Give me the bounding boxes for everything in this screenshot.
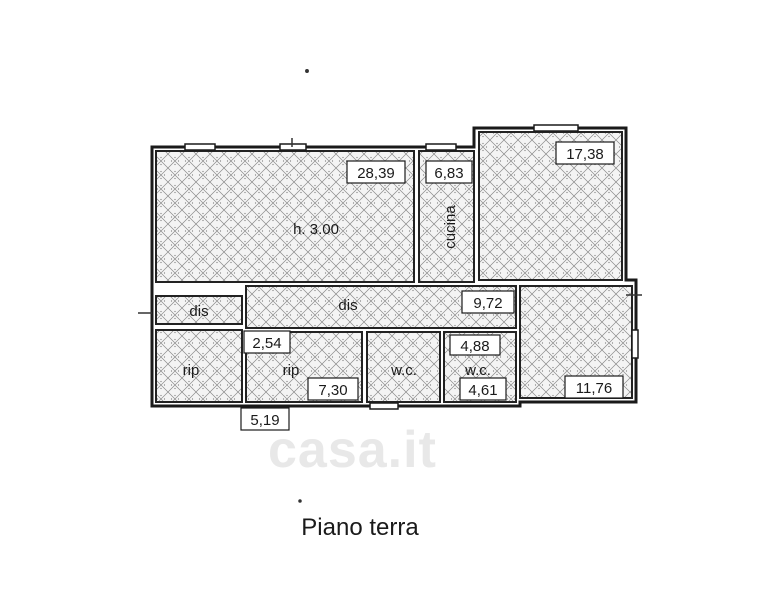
watermark: casa.it [268, 421, 437, 479]
windows [184, 124, 639, 410]
room-dis-west [155, 295, 243, 325]
area-hall: 9,72 [473, 295, 502, 312]
room-rip-west [155, 329, 243, 403]
area-kitchen: 6,83 [434, 165, 463, 182]
label-wc-1: w.c. [390, 362, 417, 379]
area-488: 4,88 [460, 338, 489, 355]
area-northeast: 17,38 [566, 146, 604, 163]
area-values: 28,39 6,83 17,38 9,72 2,54 4,88 7,30 4,6… [250, 146, 612, 429]
window-living-1 [184, 143, 216, 151]
label-rip-center: rip [283, 362, 300, 379]
window-living-2 [279, 143, 307, 151]
label-hall: dis [338, 297, 357, 314]
label-living: h. 3.00 [293, 221, 339, 238]
area-southeast: 11,76 [576, 380, 612, 397]
tick-marks [138, 69, 642, 503]
area-boxes [240, 141, 624, 431]
label-wc-2: w.c. [464, 362, 491, 379]
room-labels: h. 3.00 cucina dis dis rip rip w.c. w.c. [183, 205, 491, 379]
room-wc-1 [366, 331, 441, 403]
label-rip-west: rip [183, 362, 200, 379]
window-southeast [631, 329, 639, 359]
label-dis-west: dis [189, 303, 208, 320]
area-wc-2: 4,61 [468, 382, 497, 399]
plan-caption: Piano terra [301, 514, 419, 541]
area-254: 2,54 [252, 335, 281, 352]
area-519: 5,19 [250, 412, 279, 429]
window-wc [369, 402, 399, 410]
window-kitchen [425, 143, 457, 151]
window-northeast [533, 124, 579, 132]
area-rip-center: 7,30 [318, 382, 347, 399]
area-living: 28,39 [357, 165, 395, 182]
label-kitchen: cucina [442, 205, 459, 249]
rooms [155, 131, 633, 403]
